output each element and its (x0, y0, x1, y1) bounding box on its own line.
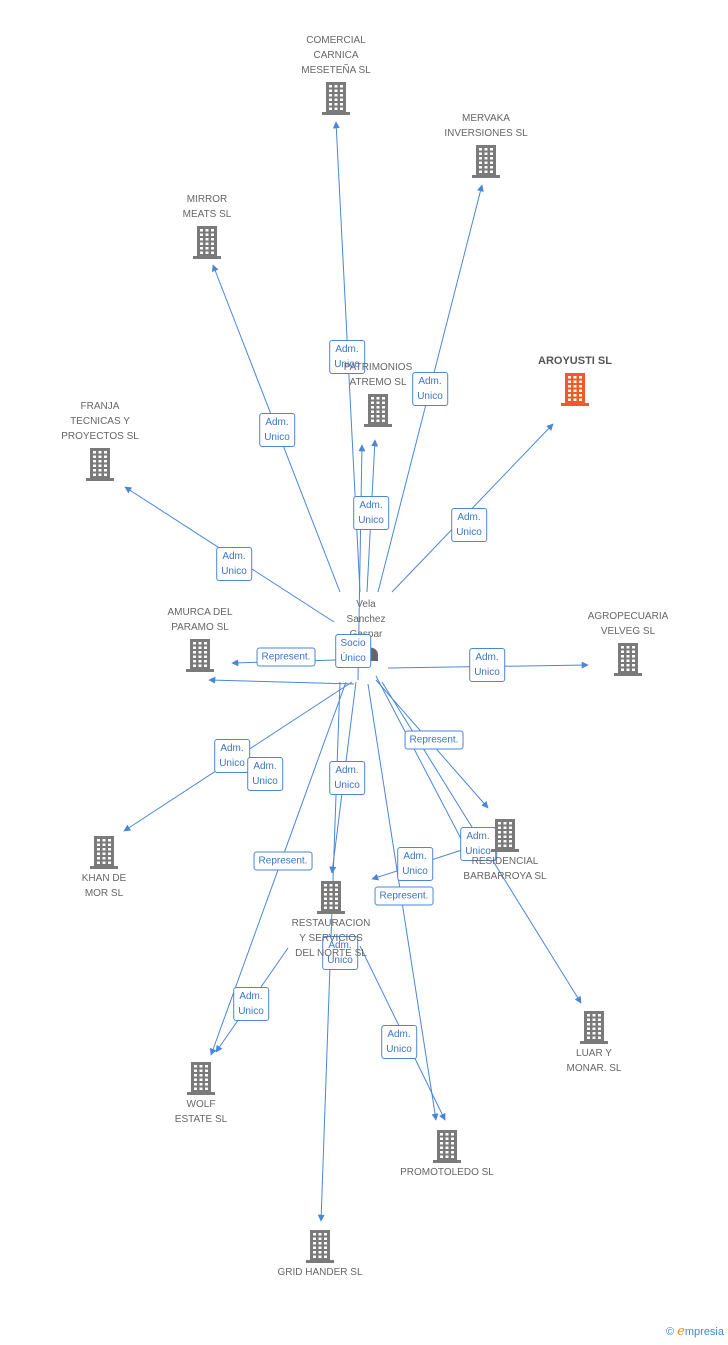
relation-badge[interactable]: Adm. Unico (469, 648, 505, 682)
building-icon (187, 1062, 215, 1095)
relation-badge[interactable]: Represent. (253, 851, 313, 871)
company-node-khan[interactable]: KHAN DE MOR SL (39, 835, 169, 901)
company-name: AGROPECUARIA VELVEG SL (587, 611, 669, 637)
company-node-luar[interactable]: LUAR Y MONAR. SL (529, 1010, 659, 1076)
relation-badge[interactable]: Adm. Unico (259, 413, 295, 447)
building-icon (193, 226, 221, 259)
relation-badge[interactable]: Adm. Unico (214, 739, 250, 773)
company-name: AMURCA DEL PARAMO SL (167, 607, 233, 633)
company-name: PATRIMONIOS ATREMO SL (343, 362, 413, 388)
company-node-patrimonios[interactable]: PATRIMONIOS ATREMO SL (313, 360, 443, 427)
building-icon (433, 1130, 461, 1163)
relation-badge[interactable]: Socio Único (335, 634, 371, 668)
building-icon (317, 881, 345, 914)
company-node-aroyusti[interactable]: AROYUSTI SL (510, 354, 640, 406)
company-node-mervaka[interactable]: MERVAKA INVERSIONES SL (421, 111, 551, 178)
relation-badge[interactable]: Adm. Unico (397, 847, 433, 881)
building-icon (364, 394, 392, 427)
company-name: MERVAKA INVERSIONES SL (444, 113, 528, 139)
relation-badge[interactable]: Adm. Unico (412, 372, 448, 406)
building-icon (561, 373, 589, 406)
company-name: WOLF ESTATE SL (174, 1099, 228, 1125)
building-icon (86, 448, 114, 481)
relation-badge[interactable]: Adm. Unico (381, 1025, 417, 1059)
building-icon (491, 819, 519, 852)
company-name: RESTAURACION Y SERVICIOS DEL NORTE SL (291, 918, 371, 959)
company-name: GRID HANDER SL (277, 1267, 363, 1278)
company-name: MIRROR MEATS SL (182, 194, 232, 220)
company-name: AROYUSTI SL (538, 355, 612, 367)
relation-badge[interactable]: Adm. Unico (322, 936, 358, 970)
company-name: PROMOTOLEDO SL (400, 1167, 494, 1178)
company-node-residencial[interactable]: RESIDENCIAL BARBARROYA SL (440, 818, 570, 884)
relation-badge[interactable]: Adm. Unico (329, 340, 365, 374)
empresia-watermark: © empresia (666, 1324, 724, 1339)
relation-badge[interactable]: Adm. Unico (451, 508, 487, 542)
company-name: KHAN DE MOR SL (81, 873, 127, 899)
relation-badge[interactable]: Represent. (404, 730, 464, 750)
company-name: RESIDENCIAL BARBARROYA SL (463, 856, 547, 882)
building-icon (614, 643, 642, 676)
company-node-comercial[interactable]: COMERCIAL CARNICA MESETEÑA SL (271, 33, 401, 115)
relation-edge-amurca (208, 676, 355, 685)
company-node-grid[interactable]: GRID HANDER SL (255, 1229, 385, 1280)
building-icon (306, 1230, 334, 1263)
company-node-promotoledo[interactable]: PROMOTOLEDO SL (382, 1129, 512, 1180)
relation-badge[interactable]: Adm. Unico (247, 757, 283, 791)
relation-edge-residencial (375, 675, 471, 857)
company-node-amurca[interactable]: AMURCA DEL PARAMO SL (135, 605, 265, 672)
relation-badge[interactable]: Adm. Unico (233, 987, 269, 1021)
company-node-agropecuaria[interactable]: AGROPECUARIA VELVEG SL (563, 609, 693, 676)
company-node-restauracion[interactable]: RESTAURACION Y SERVICIOS DEL NORTE SL (266, 880, 396, 961)
building-icon (90, 836, 118, 869)
company-name: FRANJA TECNICAS Y PROYECTOS SL (61, 401, 139, 442)
relation-badge[interactable]: Adm. Unico (353, 496, 389, 530)
company-name: LUAR Y MONAR. SL (566, 1048, 622, 1074)
company-node-franja[interactable]: FRANJA TECNICAS Y PROYECTOS SL (35, 399, 165, 481)
company-name: COMERCIAL CARNICA MESETEÑA SL (301, 35, 371, 76)
relation-badge[interactable]: Adm. Unico (329, 761, 365, 795)
relation-badge[interactable]: Adm. Unico (216, 547, 252, 581)
relation-badge[interactable]: Represent. (256, 647, 316, 667)
building-icon (472, 145, 500, 178)
building-icon (580, 1011, 608, 1044)
building-icon (322, 82, 350, 115)
company-node-mirror[interactable]: MIRROR MEATS SL (142, 192, 272, 259)
relation-badge[interactable]: Represent. (374, 886, 434, 906)
company-node-wolf[interactable]: WOLF ESTATE SL (136, 1061, 266, 1127)
building-icon (186, 639, 214, 672)
relation-badge[interactable]: Adm. Unico (460, 827, 496, 861)
